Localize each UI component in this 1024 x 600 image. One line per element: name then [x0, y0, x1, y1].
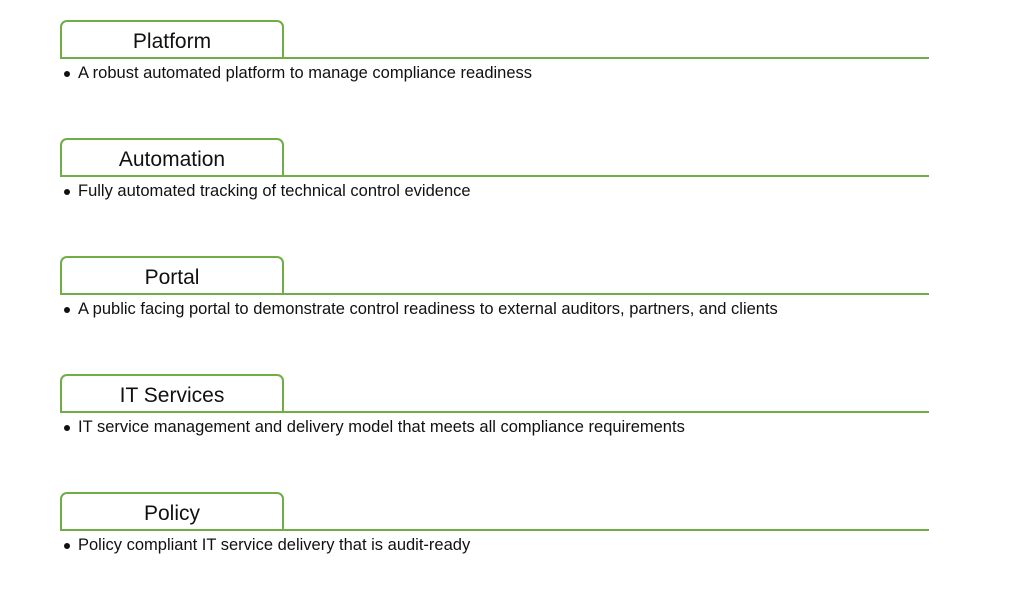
bullet-text: A public facing portal to demonstrate co… [78, 300, 778, 318]
section-divider-line [60, 57, 929, 59]
section-title: Portal [144, 265, 200, 289]
section-tab: Automation [60, 138, 284, 175]
bullet-icon [64, 188, 70, 195]
bullet-text: Fully automated tracking of technical co… [78, 182, 471, 200]
section-title: Platform [132, 29, 212, 53]
section-tab: Platform [60, 20, 284, 57]
section-tab: IT Services [60, 374, 284, 411]
bullet-item: Fully automated tracking of technical co… [64, 180, 471, 202]
section-divider-line [60, 529, 929, 531]
bullet-item: A robust automated platform to manage co… [64, 62, 532, 84]
bullet-icon [64, 70, 70, 77]
bullet-icon [64, 424, 70, 431]
section-tab: Policy [60, 492, 284, 529]
section-policy: Policy Policy compliant IT service deliv… [60, 492, 930, 572]
bullet-text: A robust automated platform to manage co… [78, 64, 533, 82]
section-automation: Automation Fully automated tracking of t… [60, 138, 930, 218]
section-title: IT Services [119, 383, 225, 407]
bullet-item: IT service management and delivery model… [64, 416, 685, 438]
bullet-icon [64, 542, 70, 549]
section-portal: Portal A public facing portal to demonst… [60, 256, 930, 336]
bullet-text: Policy compliant IT service delivery tha… [78, 536, 471, 554]
bullet-item: A public facing portal to demonstrate co… [64, 298, 778, 320]
section-divider-line [60, 175, 929, 177]
section-title: Policy [143, 501, 201, 525]
bullet-text: IT service management and delivery model… [78, 418, 685, 436]
section-platform: Platform A robust automated platform to … [60, 20, 930, 100]
section-tab: Portal [60, 256, 284, 293]
bullet-item: Policy compliant IT service delivery tha… [64, 534, 470, 556]
section-divider-line [60, 411, 929, 413]
section-title: Automation [118, 147, 226, 171]
section-divider-line [60, 293, 929, 295]
section-it-services: IT Services IT service management and de… [60, 374, 930, 454]
bullet-icon [64, 306, 70, 313]
